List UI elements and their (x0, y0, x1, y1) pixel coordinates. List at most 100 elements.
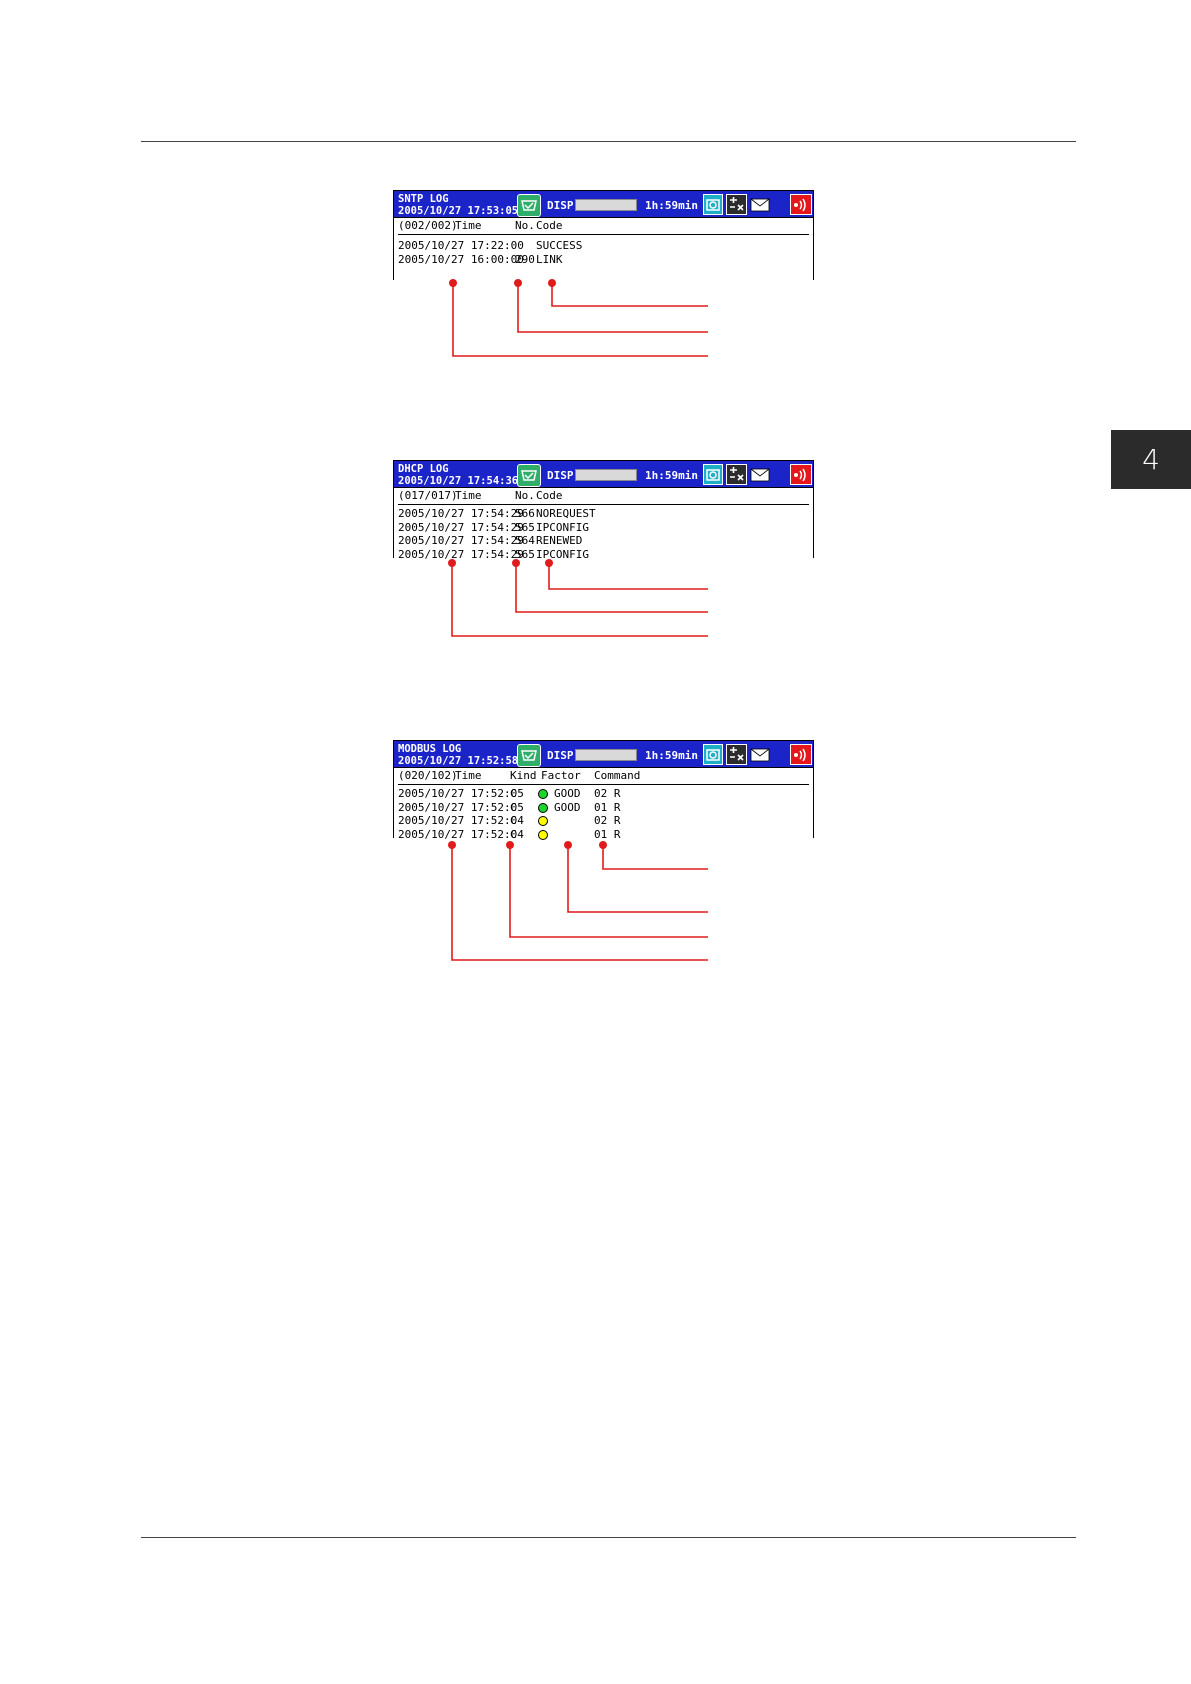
memory-bar (575, 199, 637, 211)
status-good-icon (538, 789, 548, 799)
leader-line (452, 283, 708, 357)
leader-dot (506, 841, 514, 849)
leader-line (451, 563, 708, 637)
leader-line (548, 563, 708, 590)
status-header: MODBUS LOG 2005/10/27 17:52:58 DISP 1h:5… (393, 740, 814, 768)
table-row: 2005/10/27 17:52:04 C 02 R (398, 814, 809, 828)
leader-dot (548, 279, 556, 287)
disp-label: DISP (547, 199, 574, 212)
leader-line (602, 845, 708, 870)
log-body: (020/102) Time Kind Factor Command 2005/… (393, 768, 814, 841)
keyboard-icon[interactable] (726, 194, 747, 215)
row-code: IPCONFIG (536, 520, 589, 534)
leader-dot (449, 279, 457, 287)
row-time: 2005/10/27 16:00:00 (398, 252, 524, 266)
row-time: 2005/10/27 17:52:05 (398, 787, 524, 800)
leader-line (509, 845, 708, 938)
screen-timestamp: 2005/10/27 17:54:36 (398, 475, 519, 487)
row-no: 290 (515, 252, 535, 266)
log-body: (017/017) Time No. Code 2005/10/27 17:54… (393, 488, 814, 561)
status-header: SNTP LOG 2005/10/27 17:53:05 DISP 1h:59m… (393, 190, 814, 218)
status-warning-icon (538, 829, 548, 840)
log-body: (002/002) Time No. Code 2005/10/27 17:22… (393, 218, 814, 280)
row-code: LINK (536, 252, 563, 266)
row-code: RENEWED (536, 534, 583, 547)
col-time: Time (455, 769, 482, 782)
col-no: No. (515, 219, 535, 232)
camera-icon[interactable] (703, 744, 723, 765)
col-kind: Kind (510, 769, 537, 782)
status-warning-icon (538, 816, 548, 826)
table-row: 2005/10/27 17:54:29 566 NOREQUEST (398, 507, 809, 521)
camera-icon[interactable] (703, 194, 723, 215)
leader-dot (564, 841, 572, 849)
dhcp-log-screen: DHCP LOG 2005/10/27 17:54:36 DISP 1h:59m… (393, 460, 814, 561)
mail-icon[interactable] (750, 194, 770, 215)
keyboard-icon[interactable] (726, 744, 747, 765)
row-command: 02 R (594, 787, 621, 800)
mail-icon[interactable] (750, 464, 770, 485)
table-row: 2005/10/27 17:22:00 SUCCESS (398, 239, 809, 253)
camera-icon[interactable] (703, 464, 723, 485)
screen-title-block: SNTP LOG 2005/10/27 17:53:05 (398, 193, 518, 217)
row-time: 2005/10/27 17:52:05 (398, 800, 524, 814)
top-rule (141, 141, 1076, 142)
col-command: Command (594, 769, 641, 782)
row-no: 566 (515, 507, 535, 520)
mail-icon[interactable] (750, 744, 770, 765)
row-command: 01 R (594, 827, 621, 841)
status-good-icon (538, 802, 548, 813)
row-code: IPCONFIG (536, 547, 589, 561)
column-header-row: (017/017) Time No. Code (398, 488, 809, 505)
display-mode-icon[interactable] (517, 194, 541, 217)
leader-line (567, 845, 708, 913)
alarm-icon[interactable] (790, 464, 812, 485)
row-time: 2005/10/27 17:52:04 (398, 814, 524, 827)
column-header-row: (002/002) Time No. Code (398, 218, 809, 235)
alarm-icon[interactable] (790, 194, 812, 215)
remaining-time: 1h:59min (645, 749, 698, 762)
row-no: 565 (515, 547, 535, 561)
table-row: 2005/10/27 17:52:05 C GOOD 02 R (398, 787, 809, 801)
table-row: 2005/10/27 17:52:04 C 01 R (398, 828, 809, 842)
screen-title-block: MODBUS LOG 2005/10/27 17:52:58 (398, 743, 518, 767)
status-header: DHCP LOG 2005/10/27 17:54:36 DISP 1h:59m… (393, 460, 814, 488)
display-mode-icon[interactable] (517, 744, 541, 767)
row-kind: C (510, 787, 517, 800)
row-kind: C (510, 827, 517, 841)
row-time: 2005/10/27 17:52:04 (398, 827, 524, 841)
column-header-row: (020/102) Time Kind Factor Command (398, 768, 809, 785)
log-count: (002/002) (398, 219, 458, 232)
remaining-time: 1h:59min (645, 199, 698, 212)
screen-timestamp: 2005/10/27 17:53:05 (398, 205, 519, 217)
sntp-log-screen: SNTP LOG 2005/10/27 17:53:05 DISP 1h:59m… (393, 190, 814, 280)
row-code: SUCCESS (536, 239, 583, 252)
row-time: 2005/10/27 17:54:29 (398, 507, 524, 520)
alarm-icon[interactable] (790, 744, 812, 765)
table-row: 2005/10/27 16:00:00 290 LINK (398, 253, 809, 267)
disp-label: DISP (547, 749, 574, 762)
leader-line (517, 283, 708, 333)
screen-title: SNTP LOG (398, 193, 449, 205)
modbus-log-screen: MODBUS LOG 2005/10/27 17:52:58 DISP 1h:5… (393, 740, 814, 841)
keyboard-icon[interactable] (726, 464, 747, 485)
row-kind: C (510, 814, 517, 827)
row-no: 564 (515, 534, 535, 547)
col-code: Code (536, 489, 563, 502)
memory-bar (575, 469, 637, 481)
row-command: 02 R (594, 814, 621, 827)
log-count: (017/017) (398, 489, 458, 502)
row-time: 2005/10/27 17:54:29 (398, 534, 524, 547)
chapter-number: 4 (1142, 443, 1160, 476)
col-time: Time (455, 219, 482, 232)
row-kind: C (510, 800, 517, 814)
chapter-tab: 4 (1111, 430, 1191, 489)
row-no: 565 (515, 520, 535, 534)
row-code: NOREQUEST (536, 507, 596, 520)
leader-dot (448, 841, 456, 849)
bottom-rule (141, 1537, 1076, 1538)
memory-bar (575, 749, 637, 761)
table-row: 2005/10/27 17:54:29 565 IPCONFIG (398, 548, 809, 562)
leader-dot (514, 279, 522, 287)
display-mode-icon[interactable] (517, 464, 541, 487)
